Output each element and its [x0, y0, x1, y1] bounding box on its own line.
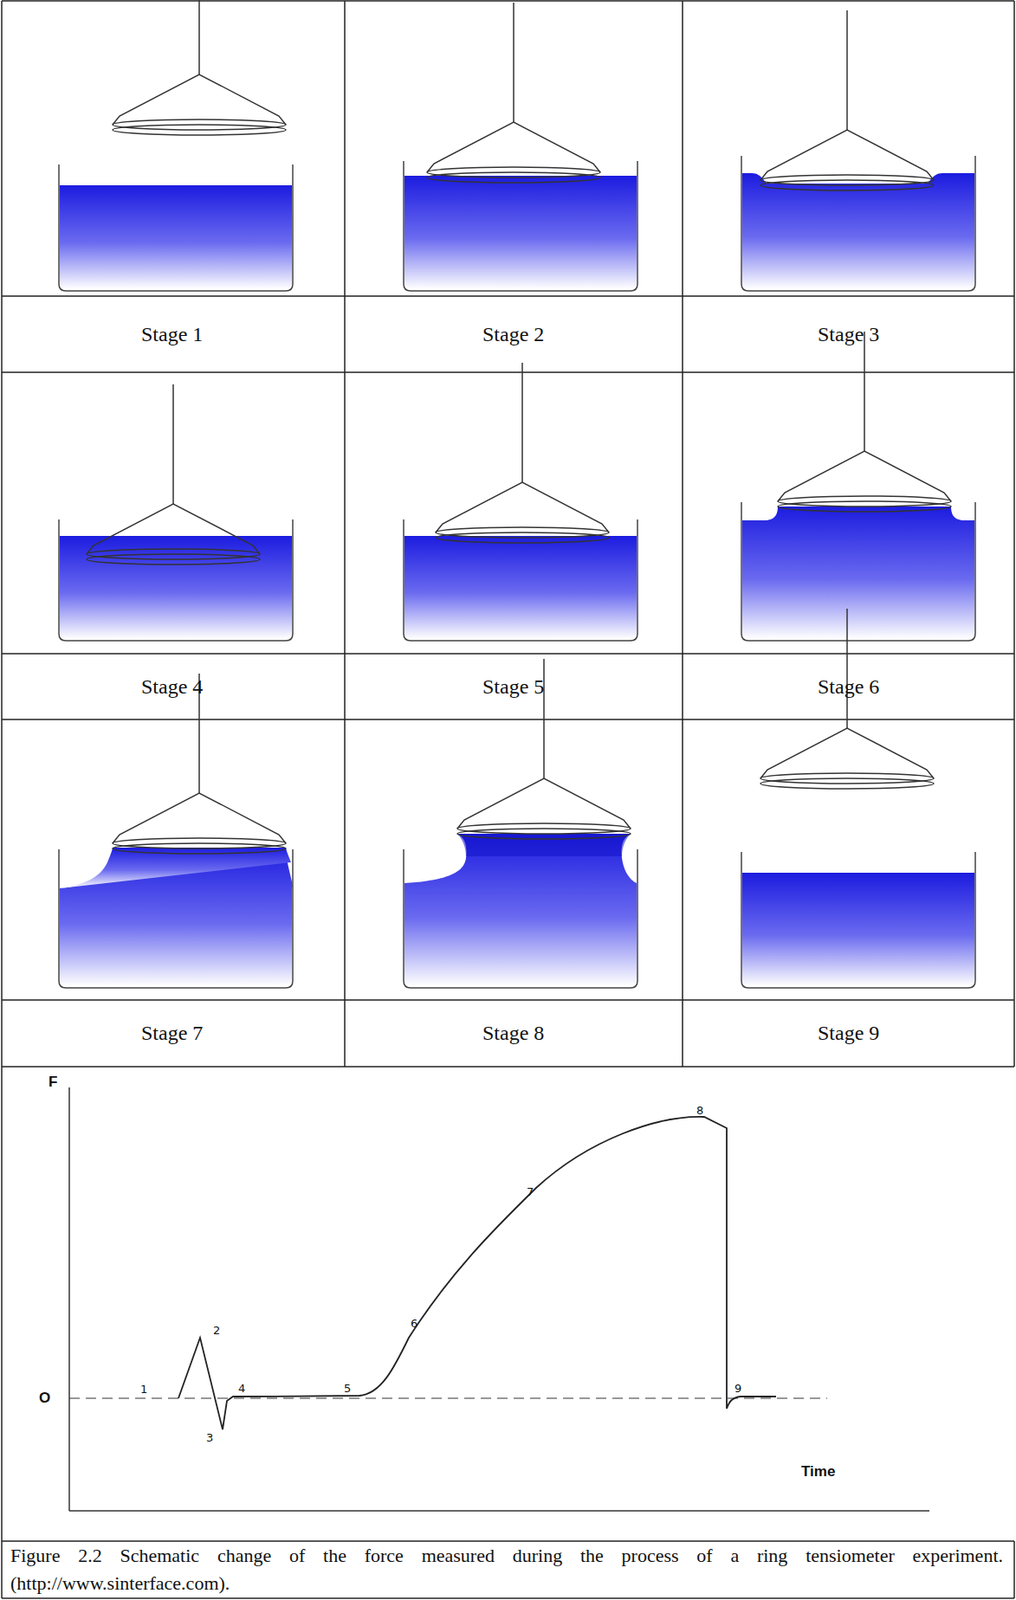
stage-label: Stage 2	[482, 323, 544, 347]
stage-label: Stage 3	[817, 323, 880, 347]
stage-label: Stage 7	[141, 1022, 203, 1046]
callout-number: 4	[238, 1382, 246, 1396]
force-chart	[69, 1087, 930, 1512]
stage-label: Stage 4	[141, 675, 203, 699]
stage-3-figure	[741, 10, 976, 292]
stage-5-figure	[403, 362, 638, 641]
stage-2-figure	[403, 2, 638, 292]
axis-label: Time	[801, 1463, 835, 1482]
stage-label: Stage 8	[482, 1022, 544, 1046]
stage-9-figure	[741, 608, 976, 989]
axis-label: F	[48, 1074, 58, 1092]
figure-caption: Figure 2.2 Schematic change of the force…	[10, 1542, 1004, 1599]
stage-7-figure	[58, 673, 293, 989]
stage-6-figure	[741, 331, 976, 641]
callout-number: 8	[696, 1104, 704, 1118]
stage-8-figure	[403, 659, 638, 989]
stage-4-figure	[58, 384, 293, 641]
callout-number: 1	[140, 1383, 148, 1397]
axis-label: O	[38, 1390, 51, 1408]
callout-number: 9	[734, 1382, 742, 1396]
stage-label: Stage 5	[482, 675, 544, 699]
callout-number: 7	[526, 1185, 534, 1199]
callout-number: 5	[343, 1382, 351, 1396]
stage-label: Stage 1	[141, 323, 203, 347]
callout-number: 3	[206, 1431, 214, 1445]
stage-label: Stage 6	[817, 675, 880, 699]
stage-1-figure	[58, 0, 293, 292]
callout-number: 6	[410, 1317, 418, 1331]
stage-label: Stage 9	[817, 1022, 880, 1046]
callout-number: 2	[213, 1324, 221, 1338]
